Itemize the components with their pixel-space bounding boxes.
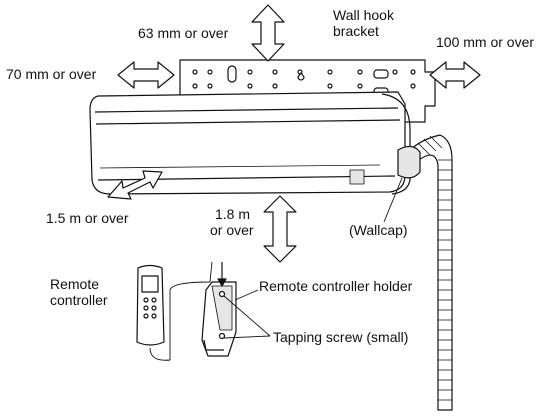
leader-screw-2 [223,335,271,339]
arrow-floor-clearance [263,195,297,263]
label-clearance-left: 70 mm or over [6,66,97,82]
label-remote-holder: Remote controller holder [259,278,413,294]
label-clearance-top: 63 mm or over [138,25,229,41]
label-wallcap: (Wallcap) [349,222,408,238]
label-clearance-floor-line2: or over [210,222,254,238]
remote-controller [136,261,213,361]
leader-screw-1 [223,295,271,337]
label-clearance-floor-line1: 1.8 m [215,206,250,222]
label-remote-line2: controller [50,292,108,308]
wallcap [397,145,421,179]
arrow-right-clearance [429,61,481,89]
label-remote-line1: Remote [50,276,99,292]
arrow-left-clearance [117,61,175,89]
label-bracket-line2: bracket [333,23,379,39]
label-clearance-floor-side: 1.5 m or over [46,210,129,226]
leader-wallcap [383,177,403,223]
remote-controller-holder [201,262,237,357]
label-clearance-right: 100 mm or over [436,34,534,50]
leader-holder [234,289,259,301]
arrow-side-clearance [107,170,163,200]
label-bracket-line1: Wall hook [333,7,395,23]
label-tapping-screw: Tapping screw (small) [273,329,408,345]
indoor-unit [89,91,411,195]
arrow-top-clearance [251,4,285,62]
